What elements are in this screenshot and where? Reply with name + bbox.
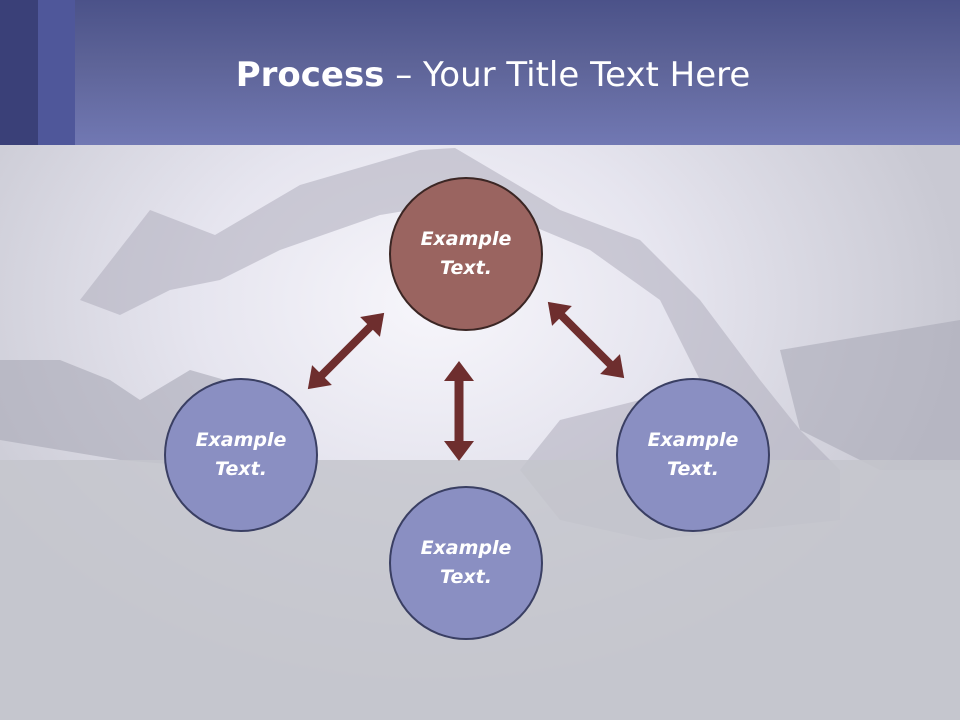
node-left: Example Text. (164, 378, 318, 532)
title-bar: Process – Your Title Text Here (0, 0, 960, 145)
header-accent-dark (0, 0, 38, 145)
node-top: Example Text. (389, 177, 543, 331)
node-right: Example Text. (616, 378, 770, 532)
arrow-top-left (307, 312, 385, 390)
title-bold: Process (235, 55, 385, 95)
header-accent-light (38, 0, 75, 145)
node-top-text: Example Text. (420, 228, 512, 279)
title-rest: – Your Title Text Here (384, 55, 751, 95)
slide-title: Process – Your Title Text Here (0, 52, 960, 98)
node-left-text: Example Text. (195, 429, 287, 480)
arrow-vertical (444, 361, 474, 461)
node-bottom: Example Text. (389, 486, 543, 640)
node-bottom-text: Example Text. (420, 537, 512, 588)
arrow-top-right (547, 301, 625, 379)
node-right-text: Example Text. (647, 429, 739, 480)
